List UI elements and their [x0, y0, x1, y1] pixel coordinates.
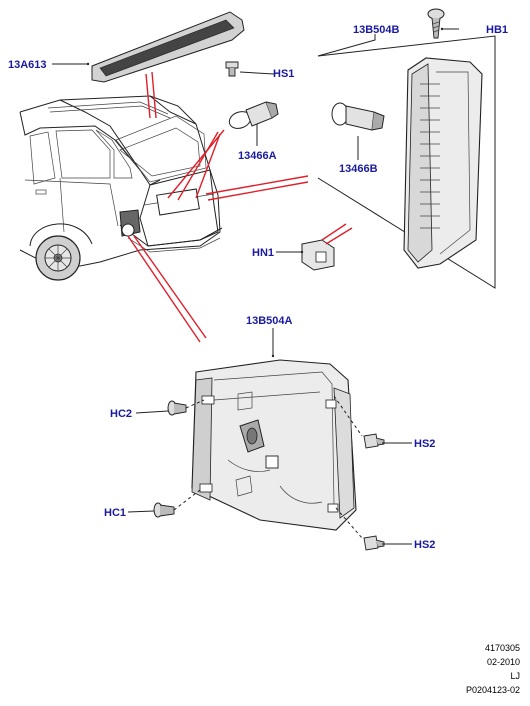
bolt-HB1-icon [427, 8, 445, 39]
screw-HS1-icon [225, 61, 239, 77]
lamp-13B504A [191, 359, 357, 531]
bulb-13466A-icon [228, 101, 279, 129]
leader-lines [52, 27, 459, 545]
footer-model-code: LJ [510, 671, 520, 681]
callout-HS2-lower: HS2 [414, 539, 435, 551]
high-mount-stop-lamp-13A613 [91, 11, 245, 83]
callout-HC1: HC1 [104, 507, 126, 519]
screw-HS2-lower-icon [363, 535, 385, 551]
callout-HC2: HC2 [110, 408, 132, 420]
pushpin-HC2-icon [167, 400, 187, 416]
callout-13466B: 13466B [339, 163, 378, 175]
footer-date: 02-2010 [487, 657, 520, 667]
callout-HN1: HN1 [252, 247, 274, 259]
location-indicator-lines [127, 71, 353, 343]
lamp-13B504B [403, 57, 483, 269]
callout-13B504A: 13B504A [246, 315, 293, 327]
vehicle-illustration [19, 95, 223, 281]
callout-13A613: 13A613 [8, 59, 47, 71]
bulb-13466B-icon [331, 102, 385, 131]
footer-drawing-number: P0204123-02 [466, 685, 520, 695]
pushpin-HC1-icon [153, 502, 175, 518]
footer-ref-number: 4170305 [485, 643, 520, 653]
nut-HN1-icon [301, 239, 335, 271]
callout-13466A: 13466A [238, 150, 277, 162]
callout-HB1: HB1 [486, 24, 508, 36]
screw-HS2-upper-icon [363, 433, 385, 449]
callout-HS1: HS1 [273, 68, 294, 80]
callout-HS2-upper: HS2 [414, 438, 435, 450]
callout-13B504B: 13B504B [353, 24, 400, 36]
